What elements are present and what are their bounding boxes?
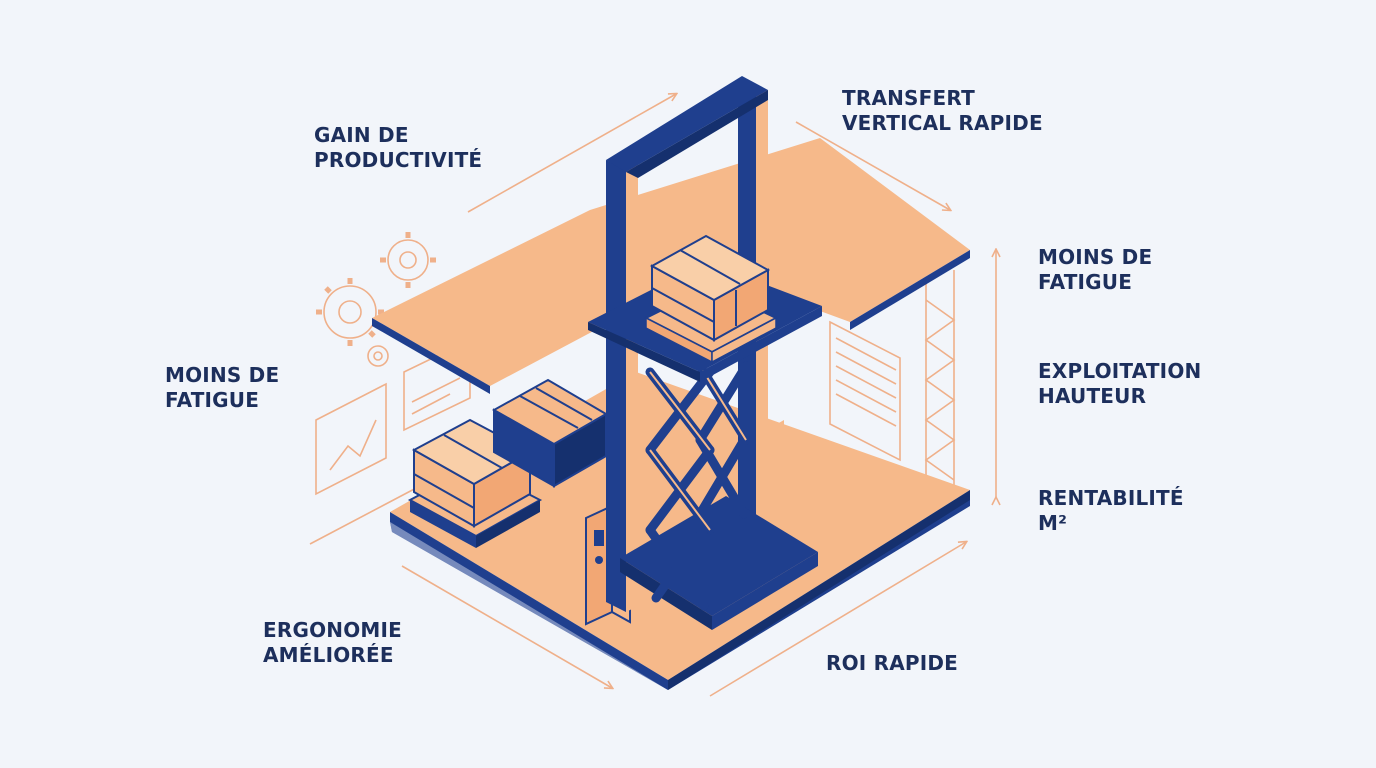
gear-icon xyxy=(316,232,436,367)
truss-mast-icon xyxy=(924,270,956,500)
label-ergonomie-amelioree: ERGONOMIE AMÉLIORÉE xyxy=(263,618,403,667)
label-moins-fatigue-left: MOINS DE FATIGUE xyxy=(165,363,280,412)
cardboard-box-icon xyxy=(411,418,533,528)
label-gain-productivite: GAIN DE PRODUCTIVITÉ xyxy=(314,123,483,172)
label-rentabilite-m2: RENTABILITÉ M² xyxy=(1038,486,1184,535)
label-moins-fatigue-right: MOINS DE FATIGUE xyxy=(1038,245,1153,294)
label-roi-rapide: ROI RAPIDE xyxy=(826,651,959,675)
label-transfert-vertical: TRANSFERT VERTICAL RAPIDE xyxy=(842,86,1043,135)
roller-door-icon xyxy=(829,320,901,462)
arrow-icon xyxy=(309,94,996,697)
label-exploitation-hauteur: EXPLOITATION HAUTEUR xyxy=(1038,359,1202,408)
cardboard-box-icon xyxy=(491,378,608,488)
cardboard-box-icon xyxy=(649,234,771,342)
